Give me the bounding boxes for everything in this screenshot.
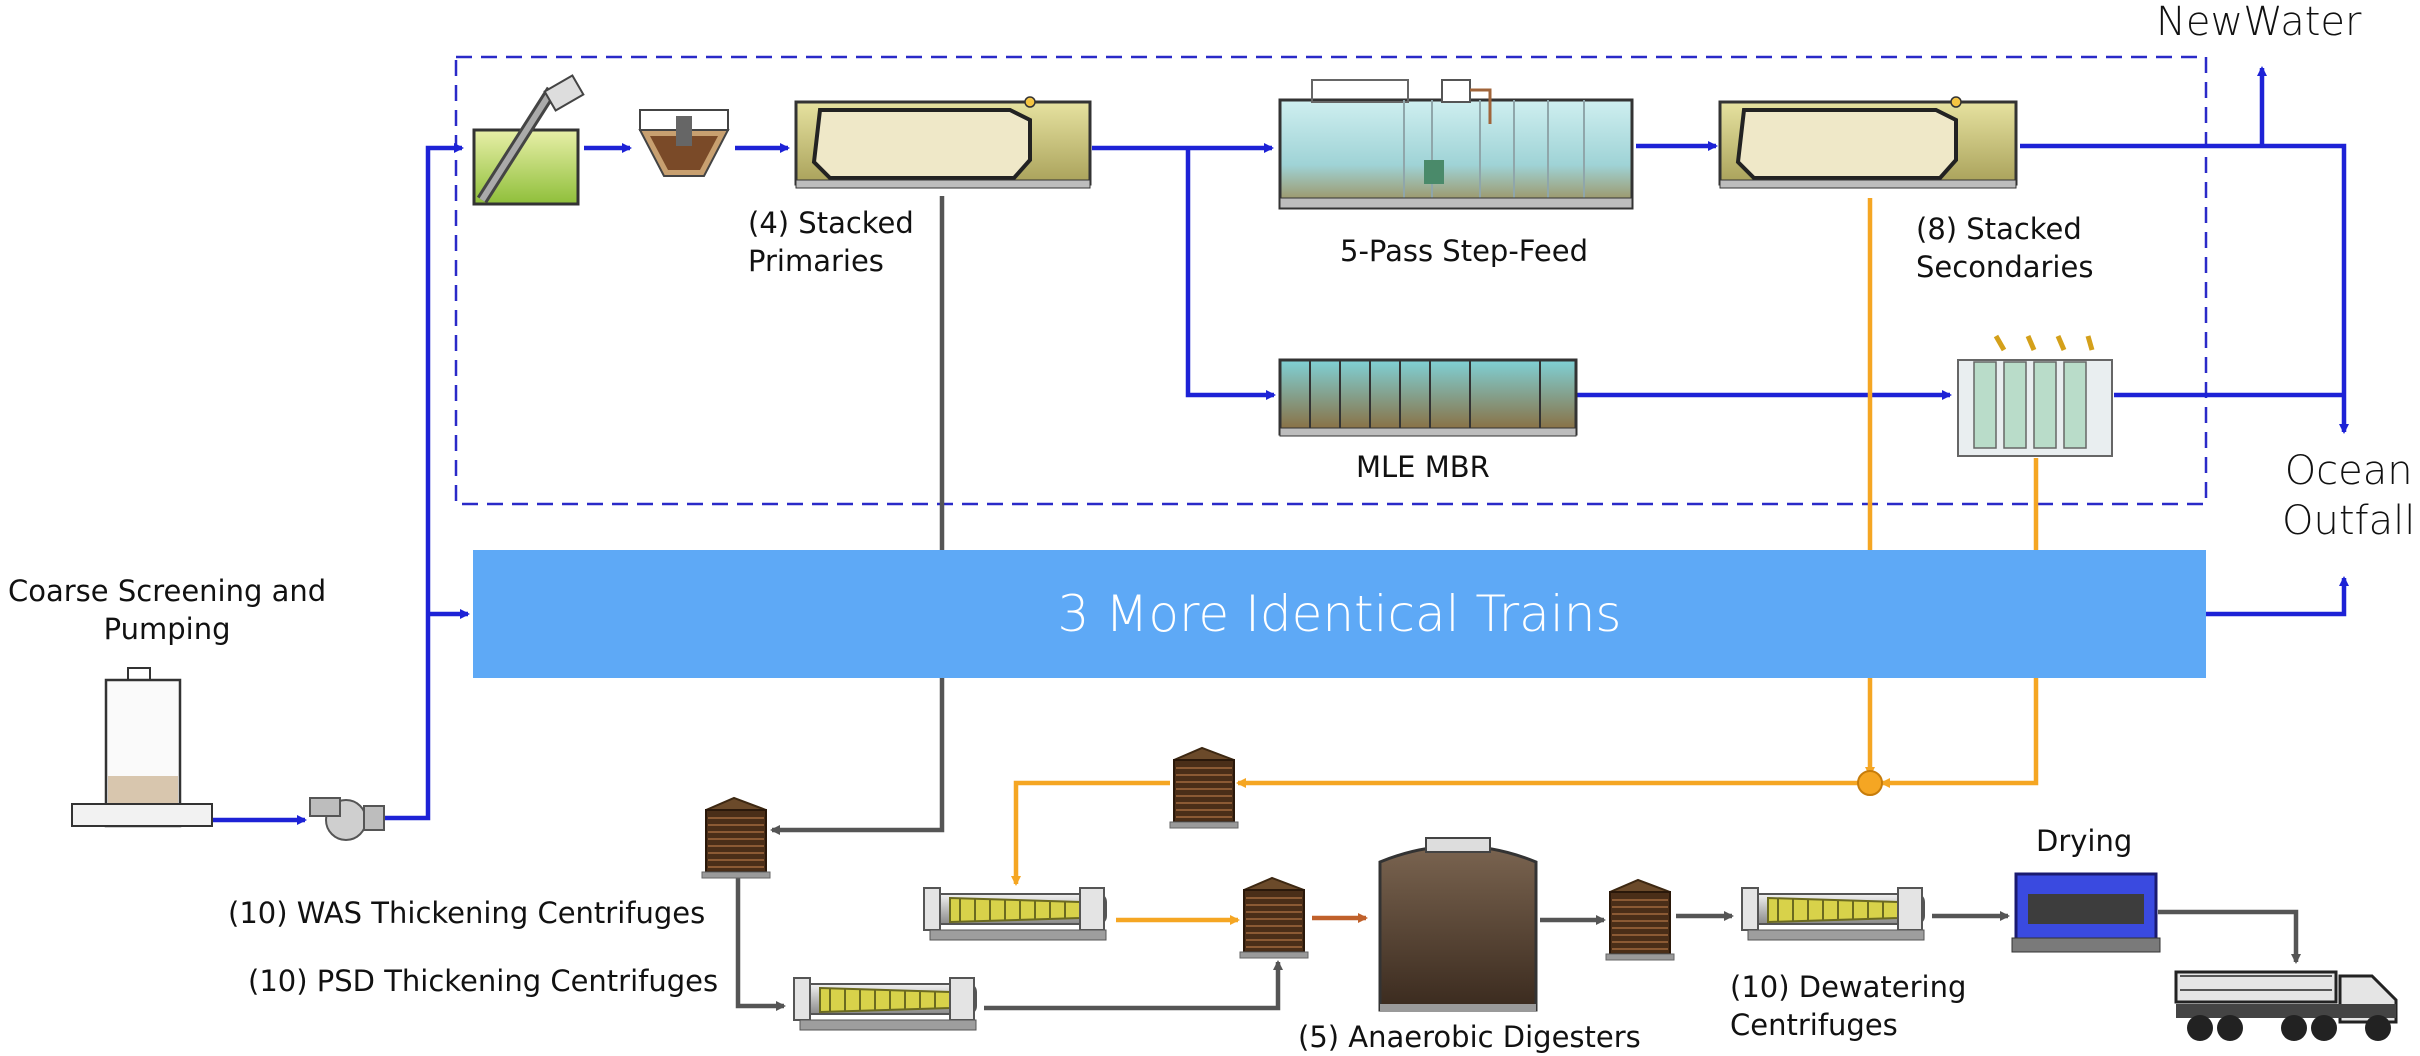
dewatering-centrifuge-icon <box>1741 887 1925 941</box>
flow-psd-tank-to-centrifuge <box>735 876 786 1011</box>
grit-chamber-icon <box>638 109 730 177</box>
flow-split-to-mbr <box>1185 148 1276 400</box>
digested-sludge-tank-icon <box>1605 879 1675 961</box>
coarse-screening-label: Coarse Screening and Pumping <box>8 574 327 646</box>
identical-trains-banner: 3 More Identical Trains <box>473 550 2206 678</box>
flow-banner-to-ocean <box>2206 576 2349 617</box>
was-holding-tank-icon <box>1169 747 1239 829</box>
digester-icon <box>1378 837 1538 1012</box>
drying-label: Drying <box>2036 824 2133 858</box>
psd-holding-tank-icon <box>701 797 771 879</box>
flow-was-to-centrifuge <box>1011 780 1170 886</box>
treatment-train-boundary <box>454 55 2208 506</box>
banner-text: 3 More Identical Trains <box>1057 585 1622 643</box>
primary-clarifier-icon <box>794 96 1092 189</box>
digesters-label: (5) Anaerobic Digesters <box>1298 1020 1641 1054</box>
psd-thickening-label: (10) PSD Thickening Centrifuges <box>248 964 719 998</box>
dewatering-label: (10) Dewatering Centrifuges <box>1730 970 1967 1042</box>
flow-dryer-to-truck <box>2158 909 2301 964</box>
step-feed-basin-icon <box>1278 79 1634 210</box>
secondary-clarifier-icon <box>1718 96 2018 189</box>
psd-thickening-centrifuge-icon <box>793 977 977 1031</box>
dryer-icon <box>2011 872 2161 953</box>
step-feed-label: 5-Pass Step-Feed <box>1340 234 1588 268</box>
flow-secondaries-to-ocean <box>2020 143 2349 434</box>
mle-mbr-label: MLE MBR <box>1356 450 1490 484</box>
membrane-tank-icon <box>1957 334 2113 457</box>
flow-primaries-sludge-down <box>770 196 945 835</box>
ocean-outfall-label: Ocean Outfall <box>2282 448 2416 544</box>
stacked-secondaries-label: (8) Stacked Secondaries <box>1916 212 2094 284</box>
thickened-sludge-tank-icon <box>1239 877 1309 959</box>
flow-psd-centrifuge-to-tank <box>984 960 1283 1011</box>
primary-sludge-lines <box>735 196 2301 1011</box>
truck-icon <box>2174 970 2398 1041</box>
sludge-junction <box>1857 770 1883 796</box>
newwater-label: NewWater <box>2156 0 2362 45</box>
bar-screen-icon <box>472 74 585 206</box>
pump-icon <box>309 797 385 841</box>
flow-pump-to-header <box>384 143 464 821</box>
liquid-flow-lines <box>207 66 2349 825</box>
was-thickening-label: (10) WAS Thickening Centrifuges <box>228 896 706 930</box>
mbr-basin-icon <box>1278 358 1578 437</box>
was-thickening-centrifuge-icon <box>923 887 1107 941</box>
coarse-screen-icon <box>71 667 213 828</box>
stacked-primaries-label: (4) Stacked Primaries <box>748 206 914 278</box>
